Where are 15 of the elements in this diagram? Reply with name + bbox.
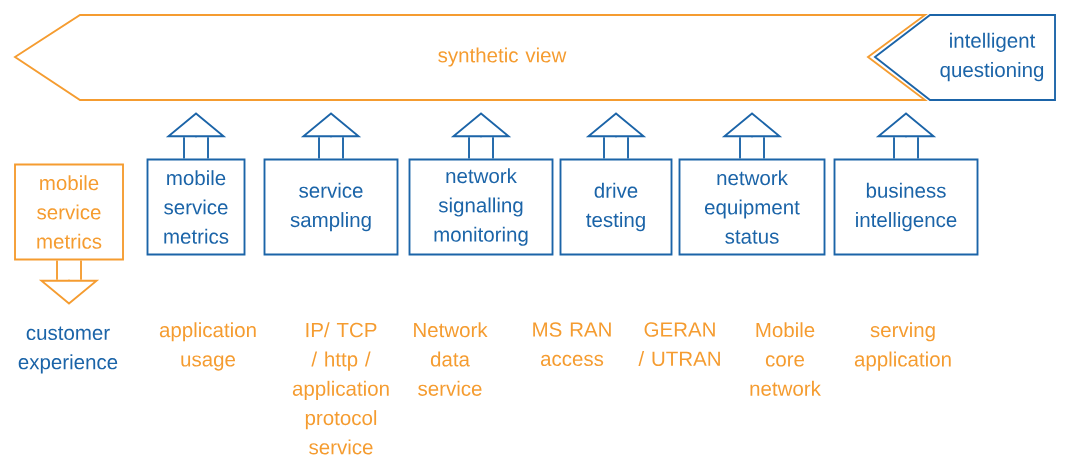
info-box: mobile service metrics bbox=[146, 158, 246, 256]
info-box: network signalling monitoring bbox=[408, 158, 554, 256]
info-box: network equipment status bbox=[678, 158, 826, 256]
caption-text: customer experience bbox=[18, 326, 118, 374]
label-text: Mobile core network bbox=[750, 322, 821, 396]
label-text: serving application bbox=[854, 322, 951, 371]
info-box: mobile service metrics bbox=[14, 163, 124, 261]
info-box: drive testing bbox=[559, 158, 673, 256]
info-box: business intelligence bbox=[833, 158, 979, 256]
label-text: Network data service bbox=[414, 322, 488, 396]
label-text: GERAN / UTRAN bbox=[638, 322, 720, 367]
label-text: application usage bbox=[159, 322, 256, 371]
label-text: MS RAN access bbox=[533, 322, 611, 367]
label-text: IP/ TCP / http / application protocol service bbox=[292, 322, 389, 455]
info-box: service sampling bbox=[263, 158, 399, 256]
